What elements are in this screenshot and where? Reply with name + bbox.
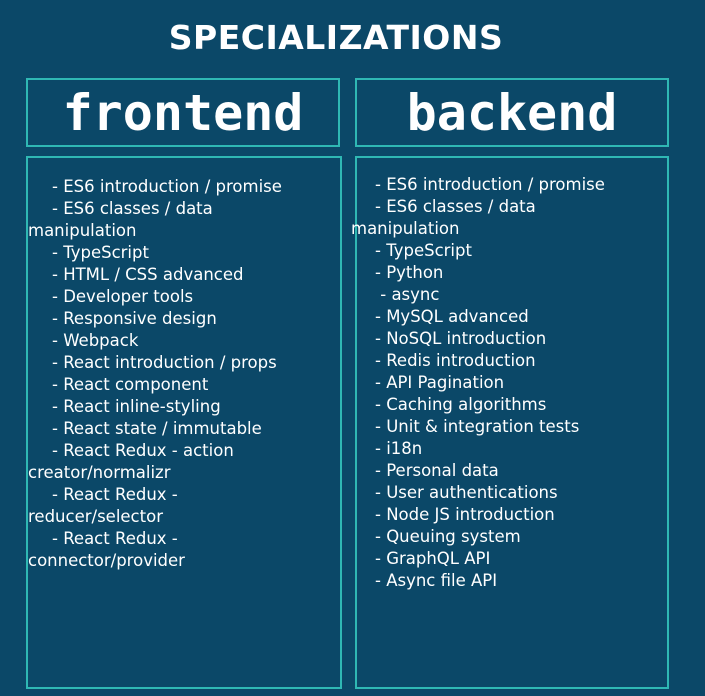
backend-header: backend [355, 78, 669, 147]
page-title: SPECIALIZATIONS [168, 18, 504, 57]
backend-item-text: - async [375, 285, 440, 304]
backend-list-item: - MySQL advanced [375, 306, 667, 328]
frontend-panel: - ES6 introduction / promise - ES6 classe… [26, 156, 342, 689]
frontend-list-item: - HTML / CSS advanced [52, 264, 340, 286]
backend-list-item: - Caching algorithms [375, 394, 667, 416]
backend-list-item: - TypeScript [375, 240, 667, 262]
frontend-item-text: - ES6 introduction / promise [52, 177, 282, 196]
frontend-item-continuation: manipulation [28, 221, 137, 240]
backend-panel: - ES6 introduction / promise - ES6 classe… [351, 156, 669, 689]
backend-item-text: - User authentications [375, 483, 558, 502]
frontend-list-item: - Responsive design [52, 308, 340, 330]
frontend-item-text: - TypeScript [52, 243, 149, 262]
backend-list-item: - Python [375, 262, 667, 284]
frontend-list-item: - ES6 introduction / promise [52, 176, 340, 198]
backend-item-text: - TypeScript [375, 241, 472, 260]
frontend-item-text: - React Redux - action [52, 441, 234, 460]
frontend-item-text: - Responsive design [52, 309, 217, 328]
frontend-item-continuation: connector/provider [28, 551, 185, 570]
frontend-item-text: - React component [52, 375, 209, 394]
frontend-header: frontend [26, 78, 340, 147]
backend-item-text: - GraphQL API [375, 549, 491, 568]
backend-list-item: - ES6 classes / data manipulation [351, 196, 667, 240]
backend-item-text: - NoSQL introduction [375, 329, 547, 348]
backend-item-text: - Caching algorithms [375, 395, 547, 414]
backend-list-item: - Unit & integration tests [375, 416, 667, 438]
frontend-list-item: - React Redux - reducer/selector [28, 484, 340, 528]
frontend-item-text: - React Redux - [52, 529, 178, 548]
frontend-item-text: - Webpack [52, 331, 139, 350]
frontend-list: - ES6 introduction / promise - ES6 classe… [28, 158, 340, 572]
backend-item-text: - Queuing system [375, 527, 521, 546]
frontend-item-text: - React inline-styling [52, 397, 221, 416]
frontend-list-item: - Webpack [52, 330, 340, 352]
backend-list-item: - async [375, 284, 667, 306]
frontend-list-item: - React state / immutable [52, 418, 340, 440]
backend-item-text: - Node JS introduction [375, 505, 555, 524]
backend-item-continuation: manipulation [351, 219, 460, 238]
backend-item-text: - ES6 classes / data [375, 197, 536, 216]
backend-list-item: - User authentications [375, 482, 667, 504]
frontend-item-text: - React state / immutable [52, 419, 262, 438]
backend-item-text: - MySQL advanced [375, 307, 529, 326]
frontend-item-text: - React Redux - [52, 485, 178, 504]
backend-item-text: - Async file API [375, 571, 498, 590]
backend-list-item: - Async file API [375, 570, 667, 592]
backend-list-item: - Node JS introduction [375, 504, 667, 526]
frontend-item-text: - React introduction / props [52, 353, 277, 372]
backend-item-text: - Redis introduction [375, 351, 536, 370]
backend-list-item: - NoSQL introduction [375, 328, 667, 350]
frontend-item-continuation: creator/normalizr [28, 463, 171, 482]
frontend-list-item: - React Redux - connector/provider [28, 528, 340, 572]
frontend-list-item: - React introduction / props [52, 352, 340, 374]
backend-list-item: - i18n [375, 438, 667, 460]
backend-item-text: - Personal data [375, 461, 499, 480]
backend-item-text: - i18n [375, 439, 423, 458]
backend-list-item: - ES6 introduction / promise [375, 174, 667, 196]
frontend-item-text: - HTML / CSS advanced [52, 265, 244, 284]
frontend-list-item: - React inline-styling [52, 396, 340, 418]
backend-item-text: - ES6 introduction / promise [375, 175, 605, 194]
frontend-item-continuation: reducer/selector [28, 507, 163, 526]
backend-list: - ES6 introduction / promise - ES6 classe… [351, 158, 667, 592]
frontend-list-item: - TypeScript [52, 242, 340, 264]
backend-list-item: - Queuing system [375, 526, 667, 548]
backend-item-text: - API Pagination [375, 373, 505, 392]
backend-list-item: - Redis introduction [375, 350, 667, 372]
frontend-list-item: - Developer tools [52, 286, 340, 308]
backend-list-item: - Personal data [375, 460, 667, 482]
frontend-item-text: - ES6 classes / data [52, 199, 213, 218]
backend-list-item: - API Pagination [375, 372, 667, 394]
backend-list-item: - GraphQL API [375, 548, 667, 570]
frontend-item-text: - Developer tools [52, 287, 194, 306]
backend-item-text: - Python [375, 263, 444, 282]
backend-item-text: - Unit & integration tests [375, 417, 580, 436]
frontend-list-item: - React component [52, 374, 340, 396]
frontend-list-item: - ES6 classes / data manipulation [28, 198, 340, 242]
frontend-list-item: - React Redux - action creator/normalizr [28, 440, 340, 484]
